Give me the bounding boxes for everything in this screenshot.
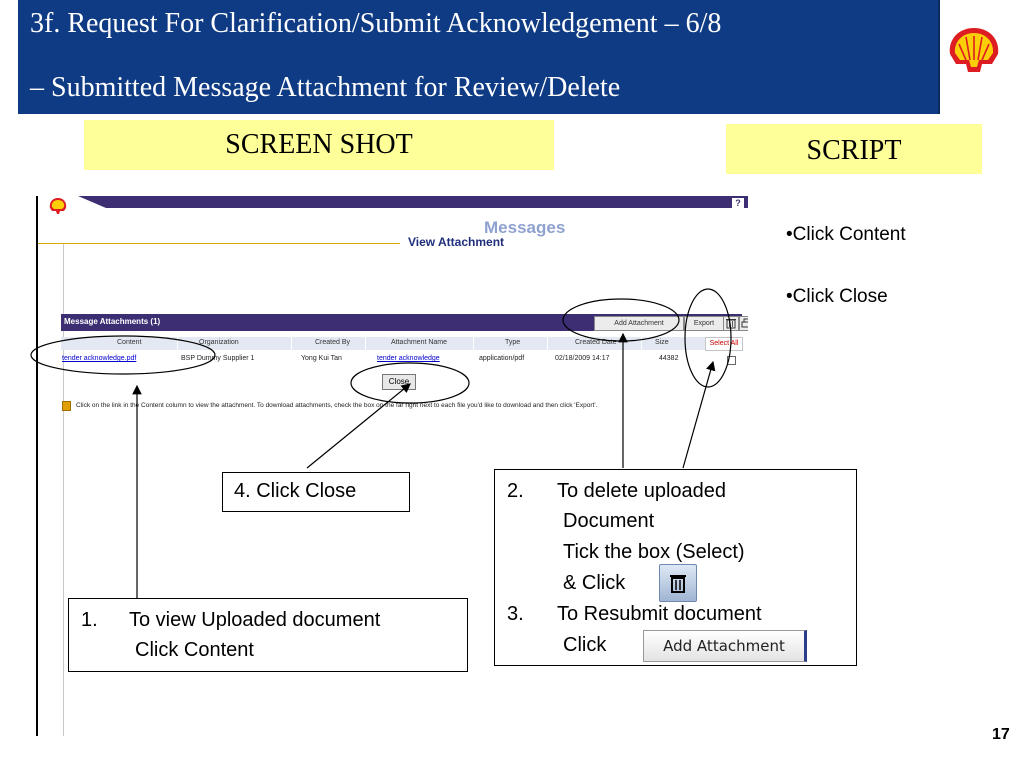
- resubmit-line-1: To Resubmit document: [557, 603, 762, 625]
- delete-line-4: & Click: [563, 572, 626, 594]
- help-note-text: Click on the link in the Content column …: [76, 402, 598, 409]
- callout-close-text: 4. Click Close: [234, 480, 357, 502]
- close-button[interactable]: Close: [382, 374, 416, 390]
- column-header-attachment-name[interactable]: Attachment Name: [391, 339, 448, 346]
- delete-line-3: Tick the box (Select): [563, 541, 745, 563]
- slide-title-line-2: – Submitted Message Attachment for Revie…: [30, 72, 621, 103]
- messages-title: Messages: [484, 218, 566, 237]
- screen-shot-label: SCREEN SHOT: [84, 120, 554, 170]
- shell-logo-icon: [949, 28, 999, 72]
- step-number-1: 1.: [81, 609, 98, 631]
- attachment-name-link[interactable]: tender acknowledge: [377, 355, 440, 362]
- title-divider: [38, 243, 400, 244]
- column-separator: [177, 337, 178, 350]
- view-line-2: Click Content: [135, 639, 254, 661]
- trash-icon: [659, 564, 697, 602]
- step-number-2: 2.: [507, 480, 524, 502]
- note-icon: [62, 401, 71, 411]
- export-button[interactable]: Export: [684, 316, 724, 331]
- title-banner: 3f. Request For Clarification/Submit Ack…: [18, 0, 940, 114]
- resubmit-line-2: Click: [563, 634, 607, 656]
- add-attachment-button-sample: Add Attachment: [643, 630, 807, 662]
- help-icon[interactable]: ?: [732, 198, 744, 208]
- app-top-bar: ?: [38, 196, 748, 216]
- left-rule: [36, 196, 38, 736]
- column-separator: [641, 337, 642, 350]
- add-attachment-button[interactable]: Add Attachment: [594, 316, 684, 331]
- column-header-created-date[interactable]: Created Date: [575, 339, 617, 346]
- created-by-cell: Yong Kui Tan: [301, 355, 342, 362]
- size-cell: 44382: [659, 355, 679, 362]
- organization-cell: BSP Dummy Supplier 1: [181, 355, 255, 362]
- created-date-cell: 02/18/2009 14:17: [555, 355, 610, 362]
- table-column-headers: Content Organization Created By Attachme…: [61, 337, 743, 351]
- slide-title-line-1: 3f. Request For Clarification/Submit Ack…: [30, 8, 722, 39]
- column-separator: [473, 337, 474, 350]
- column-header-organization[interactable]: Organization: [199, 339, 239, 346]
- column-header-size[interactable]: Size: [655, 339, 669, 346]
- trash-icon[interactable]: [723, 316, 739, 331]
- print-icon[interactable]: [739, 316, 748, 331]
- app-header-bar: [78, 196, 748, 208]
- callout-view-document: 1. To view Uploaded document Click Conte…: [68, 598, 468, 672]
- column-separator: [291, 337, 292, 350]
- content-link[interactable]: tender acknowledge.pdf: [62, 355, 137, 362]
- attachments-table-header: Message Attachments (1) Add Attachment E…: [61, 314, 748, 331]
- column-header-content[interactable]: Content: [117, 339, 142, 346]
- delete-line-2: Document: [563, 510, 655, 532]
- step-number-3: 3.: [507, 603, 524, 625]
- select-all-link[interactable]: Select All: [705, 337, 743, 351]
- callout-delete-resubmit: 2. To delete uploaded Document Tick the …: [494, 469, 857, 666]
- attachments-table-title: Message Attachments (1): [64, 317, 161, 326]
- select-checkbox[interactable]: [727, 356, 736, 365]
- table-row: tender acknowledge.pdf BSP Dummy Supplie…: [61, 352, 742, 368]
- page-number: 17: [992, 726, 1010, 743]
- script-label: SCRIPT: [726, 124, 982, 174]
- column-separator: [365, 337, 366, 350]
- view-line-1: To view Uploaded document: [129, 609, 381, 631]
- column-separator: [547, 337, 548, 350]
- script-bullet-click-close: •Click Close: [786, 286, 888, 307]
- type-cell: application/pdf: [479, 355, 525, 362]
- column-header-created-by[interactable]: Created By: [315, 339, 351, 346]
- column-header-type[interactable]: Type: [505, 339, 521, 346]
- callout-click-close: 4. Click Close: [222, 472, 410, 512]
- shell-logo-small-icon: [49, 198, 67, 214]
- script-bullet-click-content: •Click Content: [786, 224, 906, 245]
- delete-line-1: To delete uploaded: [557, 480, 727, 502]
- content-left-border: [63, 244, 64, 736]
- view-attachment-title: View Attachment: [408, 235, 505, 249]
